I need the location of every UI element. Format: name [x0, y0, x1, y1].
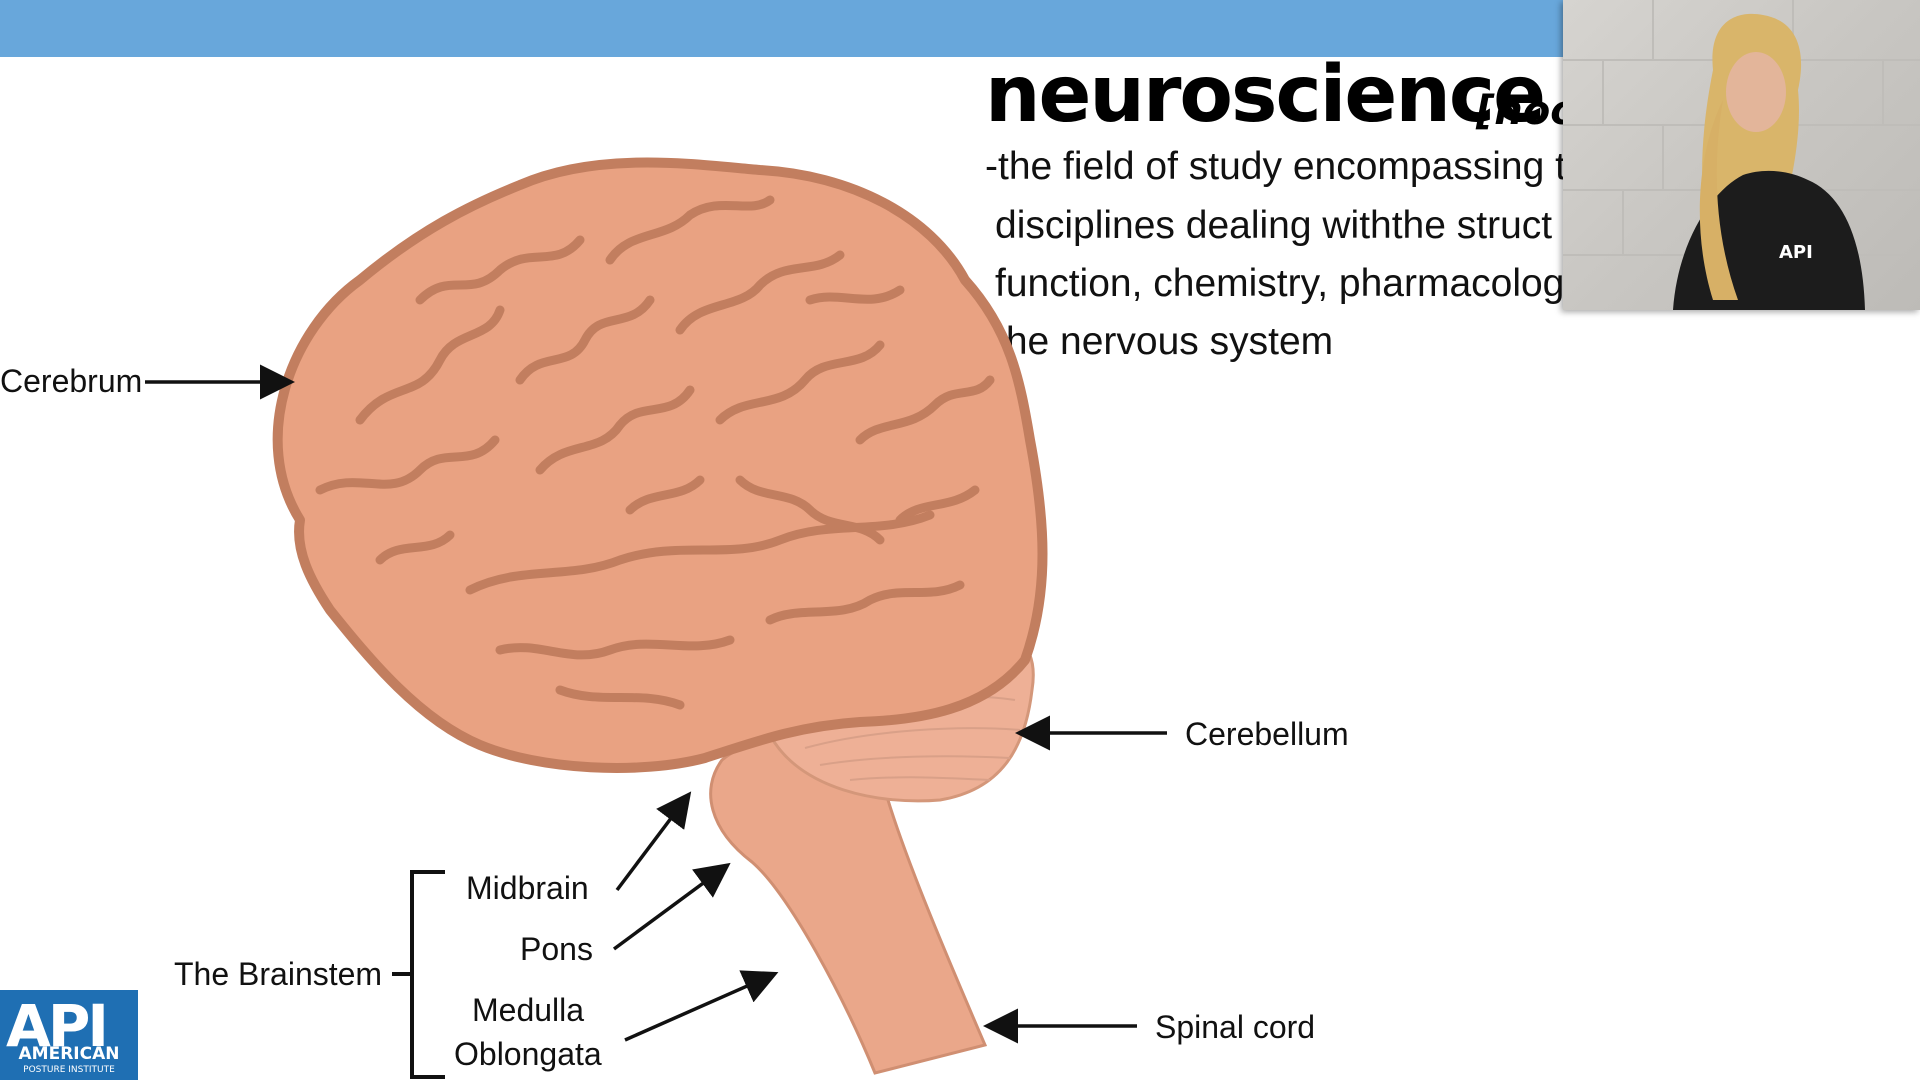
pons-arrow	[612, 862, 731, 951]
presenter-video: API	[1563, 0, 1920, 310]
label-pons: Pons	[520, 931, 593, 967]
presenter-hair-front	[1699, 100, 1738, 300]
label-medulla: Medulla	[472, 992, 584, 1028]
label-spinal-cord: Spinal cord	[1155, 1009, 1315, 1045]
cerebrum-shape	[272, 157, 1048, 773]
definition-line-2: disciplines dealing withthe struct	[995, 204, 1553, 247]
api-logo: API AMERICAN POSTURE INSTITUTE	[0, 990, 138, 1080]
cerebrum-gyri	[315, 195, 995, 710]
medulla-arrow	[624, 970, 779, 1042]
label-cerebrum: Cerebrum	[0, 363, 142, 399]
midbrain-arrow	[615, 791, 692, 892]
label-midbrain: Midbrain	[466, 870, 589, 906]
label-oblongata: Oblongata	[454, 1036, 602, 1072]
logo-line-1: AMERICAN	[18, 1044, 120, 1064]
webcam-overlay: API	[1563, 0, 1920, 310]
slide-title: neuroscience	[985, 50, 1546, 140]
logo-mark: API	[6, 992, 109, 1060]
presenter-face	[1726, 52, 1786, 132]
shirt-logo: API	[1779, 242, 1813, 263]
label-cerebellum: Cerebellum	[1185, 716, 1349, 752]
logo-line-2: POSTURE INSTITUTE	[23, 1065, 115, 1075]
pronunciation: [noo	[1476, 88, 1578, 134]
definition-line-1: -the field of study encompassing t	[985, 145, 1566, 188]
label-brainstem: The Brainstem	[174, 956, 382, 992]
definition-line-3: function, chemistry, pharmacolog	[995, 262, 1565, 305]
brainstem-bracket	[410, 870, 445, 1079]
definition-line-4: the nervous system	[995, 320, 1334, 363]
